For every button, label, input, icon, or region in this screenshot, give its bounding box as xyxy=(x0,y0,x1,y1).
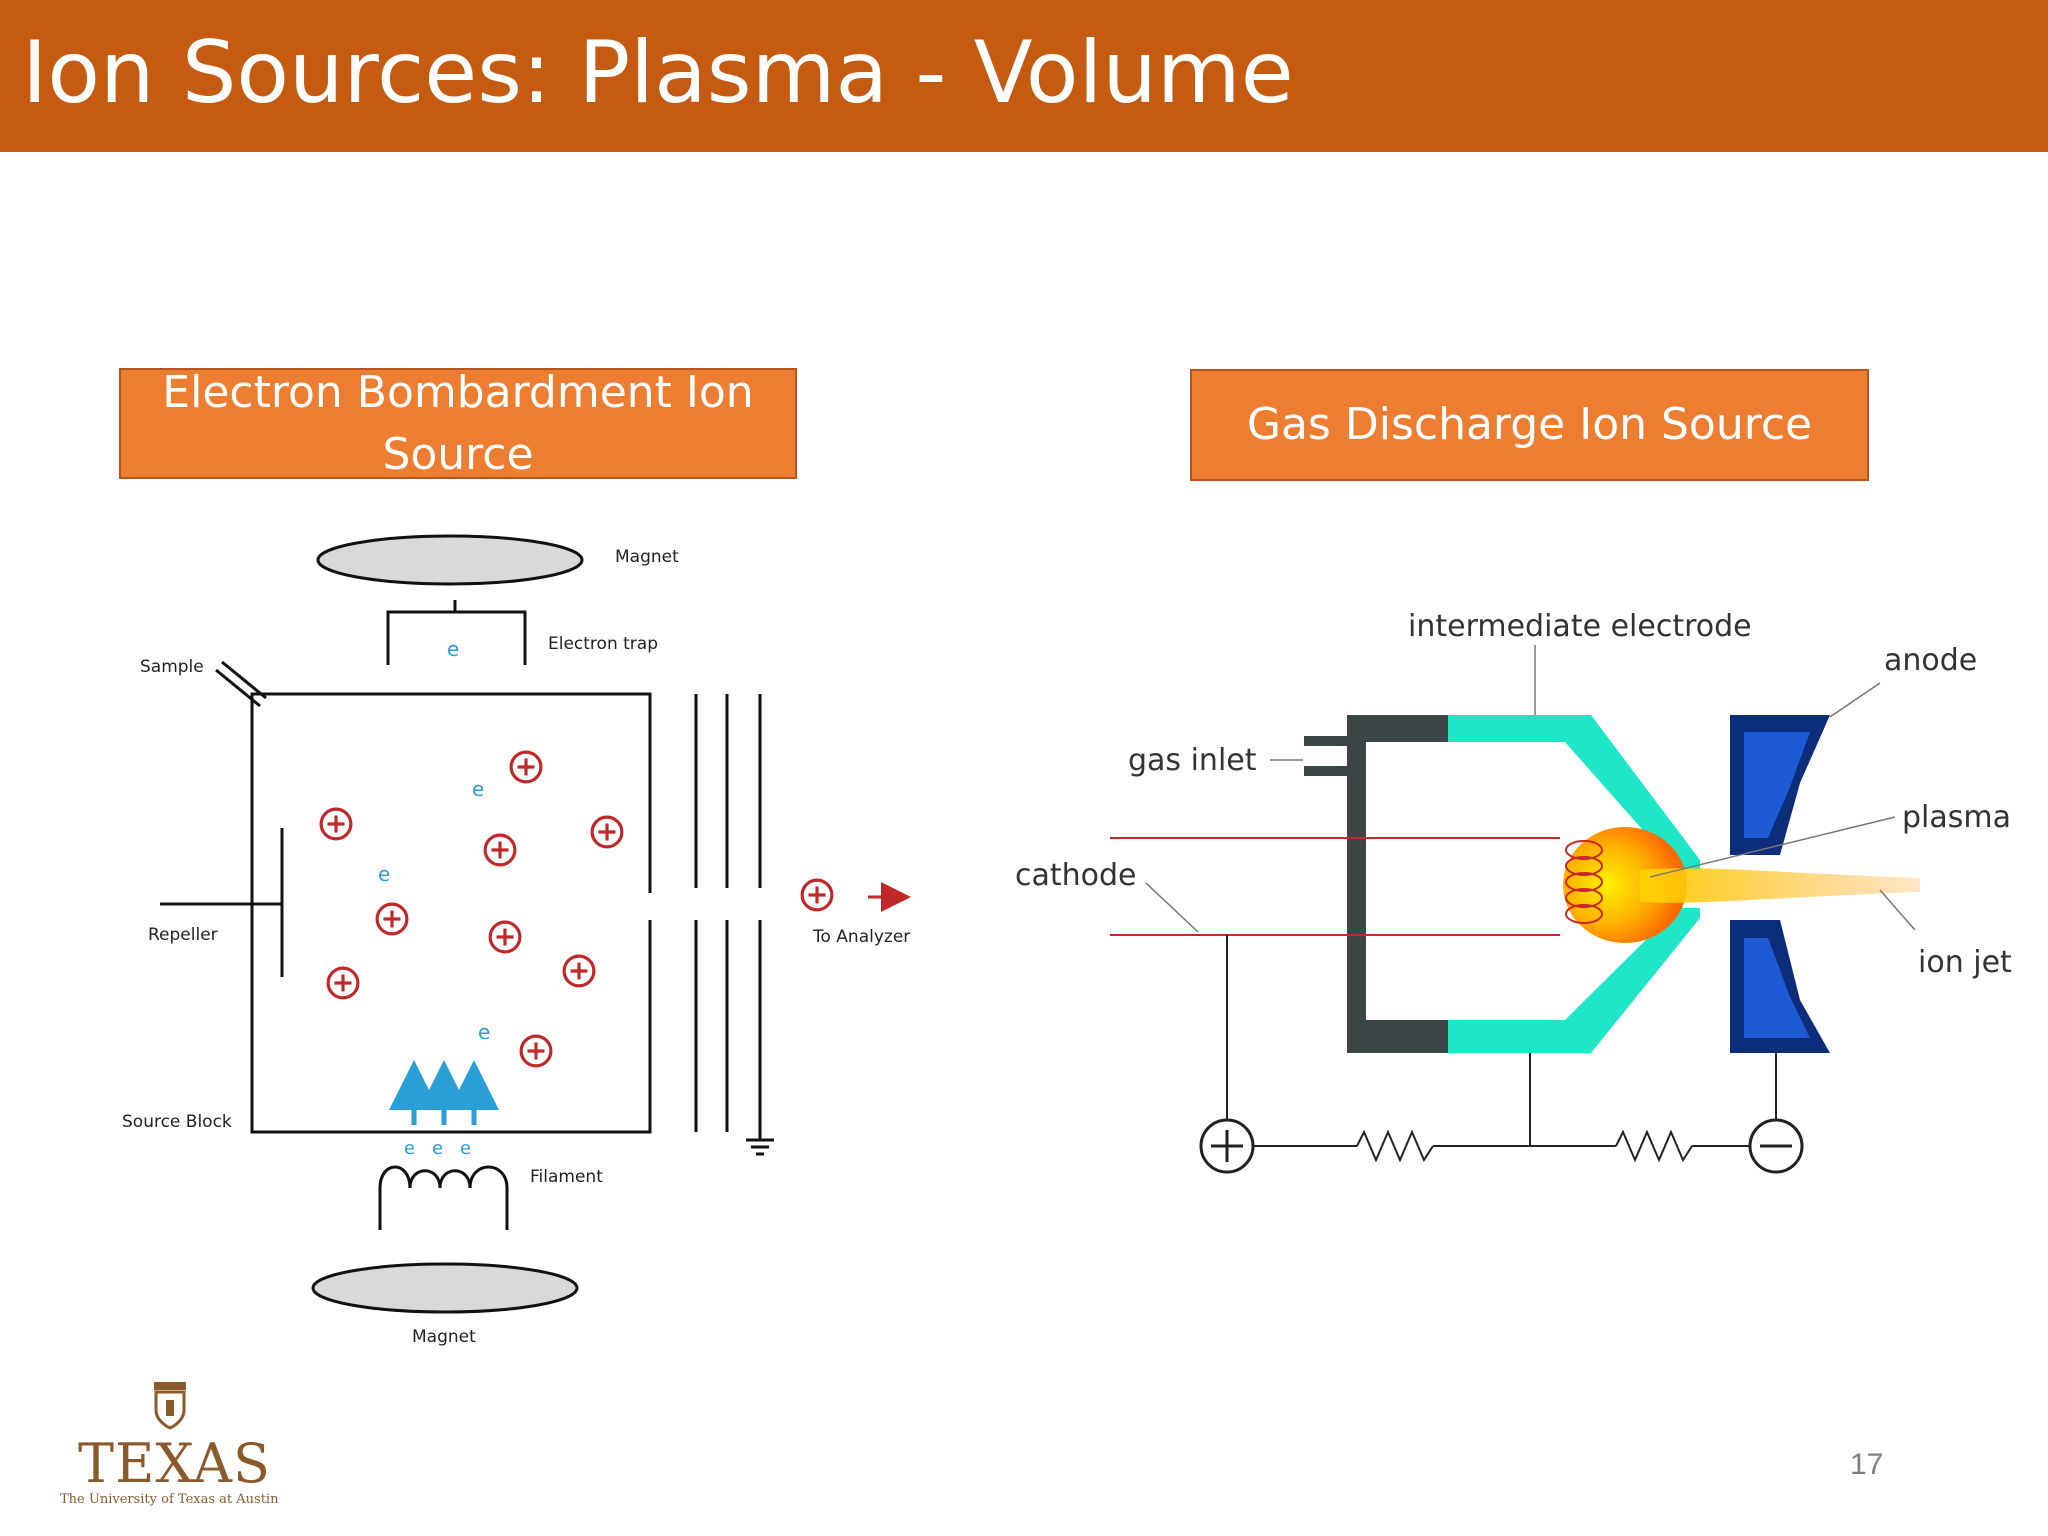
sample-label: Sample xyxy=(140,657,204,677)
ion-jet-label: ion jet xyxy=(1918,945,2012,980)
gas-discharge-diagram: intermediate electrode anode gas inlet p… xyxy=(1015,609,2012,1174)
leader-lines xyxy=(1145,645,1916,933)
electron-label: e xyxy=(378,862,390,886)
electron-bombardment-diagram: Magnet e Electron trap Sample Repeller e… xyxy=(122,534,911,1347)
plasma-glow xyxy=(1563,827,1687,943)
logo-wordmark: TEXAS xyxy=(78,1432,271,1495)
tower-seal-icon xyxy=(154,1382,186,1430)
source-block-label: Source Block xyxy=(122,1112,232,1132)
cathode-label: cathode xyxy=(1015,858,1137,893)
filament-electron-label: e xyxy=(404,1138,415,1159)
slide-title: Ion Sources: Plasma - Volume xyxy=(22,23,1294,123)
ion-icon xyxy=(483,833,517,867)
top-magnet-shape xyxy=(316,534,584,586)
ion-jet-shape xyxy=(1640,868,1920,903)
circuit xyxy=(1226,935,1777,1163)
electron-trap-label: Electron trap xyxy=(548,634,658,654)
ion-icon xyxy=(326,966,360,1000)
anode-upper-inner xyxy=(1744,732,1810,838)
housing-shape xyxy=(1304,715,1448,1053)
magnet-top-label: Magnet xyxy=(615,547,679,567)
to-analyzer-label: To Analyzer xyxy=(812,927,910,947)
logo-subtitle: The University of Texas at Austin xyxy=(60,1492,279,1507)
negative-terminal-icon xyxy=(1748,1118,1804,1174)
electron-label: e xyxy=(472,777,484,801)
ion-icon xyxy=(590,815,624,849)
magnet-bottom-label: Magnet xyxy=(412,1327,476,1347)
filament-electron-label: e xyxy=(460,1138,471,1159)
gas-inlet-label: gas inlet xyxy=(1128,743,1257,778)
repeller-label: Repeller xyxy=(148,925,218,945)
ion-icon xyxy=(319,807,353,841)
electron-label: e xyxy=(478,1020,490,1044)
sample-line-b xyxy=(215,668,261,708)
ion-icon xyxy=(488,920,522,954)
ion-icon xyxy=(562,954,596,988)
trap-electron-label: e xyxy=(447,637,459,661)
intermediate-electrode-shape xyxy=(1448,715,1700,1053)
filament-coil xyxy=(378,1165,509,1230)
ground-icon xyxy=(746,1132,774,1156)
ion-icon xyxy=(509,750,543,784)
electron-bombardment-heading: Electron Bombardment Ion Source xyxy=(119,367,797,480)
ion-icon xyxy=(800,878,834,912)
gas-discharge-heading: Gas Discharge Ion Source xyxy=(1190,369,1869,481)
positive-terminal-icon xyxy=(1199,1118,1255,1174)
page-number: 17 xyxy=(1850,1448,1884,1481)
title-bar: Ion Sources: Plasma - Volume xyxy=(0,0,2048,152)
anode-label: anode xyxy=(1884,643,1977,678)
cathode-coil xyxy=(1565,840,1603,924)
ion-icon xyxy=(375,902,409,936)
filament-electron-label: e xyxy=(432,1138,443,1159)
electron-trap-shape xyxy=(386,600,527,665)
sample-line-a xyxy=(221,660,267,700)
anode-lower-inner xyxy=(1744,938,1810,1038)
intermediate-electrode-label: intermediate electrode xyxy=(1408,609,1752,644)
filament-label: Filament xyxy=(530,1167,603,1187)
ion-icon xyxy=(519,1034,553,1068)
source-block-shape xyxy=(250,692,652,1134)
university-logo: TEXAS The University of Texas at Austin xyxy=(58,1380,288,1510)
plasma-label: plasma xyxy=(1902,800,2011,835)
bottom-magnet-shape xyxy=(311,1262,579,1314)
